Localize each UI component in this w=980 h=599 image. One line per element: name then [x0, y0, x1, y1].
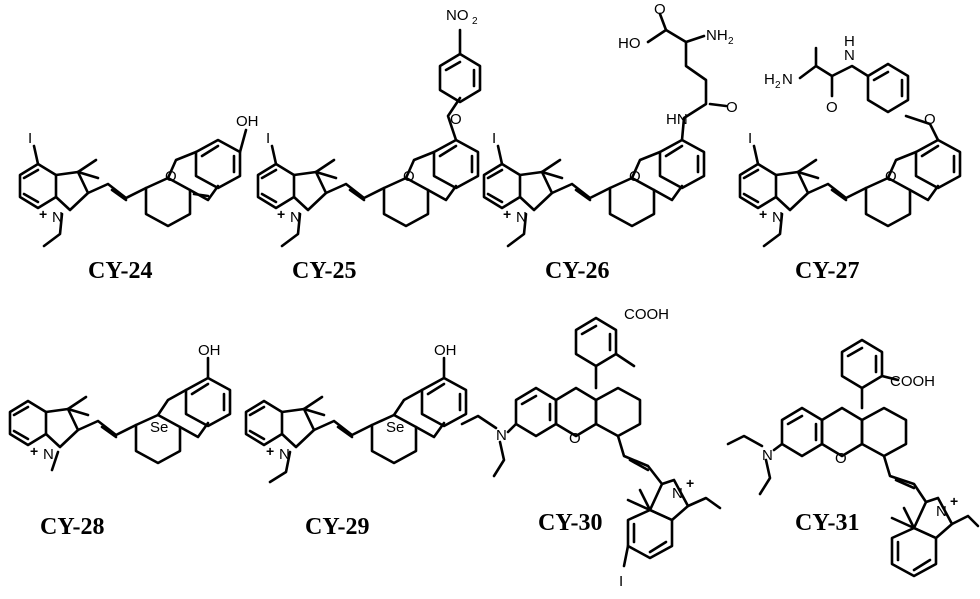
bridge-oxygen: O [835, 450, 847, 467]
hydroxyl-group: OH [198, 342, 221, 359]
structure-cy-29: Se + N OH CY-29 [244, 342, 468, 540]
positive-charge: + [686, 475, 694, 491]
compound-label-cy-25: CY-25 [292, 258, 356, 284]
positive-charge: + [950, 493, 958, 509]
structure-cy-28: Se + N OH CY-28 [8, 342, 232, 540]
nitrogen-atom: N [279, 446, 290, 463]
hydroxyl-acid: HO [618, 35, 641, 52]
structure-cy-26: I + N O HN O NH 2 O HO CY-26 [482, 1, 738, 284]
compound-label-cy-30: CY-30 [538, 510, 602, 536]
nitro-subscript: 2 [472, 16, 478, 27]
positive-charge: + [30, 443, 38, 459]
amine-nitrogen: N [496, 427, 507, 444]
positive-charge: + [277, 206, 285, 222]
carboxylic-acid: COOH [890, 373, 935, 390]
structure-cy-30: COOH N O N + I CY-30 [460, 306, 722, 590]
structure-cy-27: I + N O O N H O H 2 N CY-27 [738, 33, 962, 284]
amide-h: H [844, 33, 855, 50]
positive-charge: + [39, 206, 47, 222]
bridge-oxygen: O [165, 168, 177, 185]
nitrogen-atom: N [936, 503, 947, 520]
amino-n: N [782, 71, 793, 88]
positive-charge: + [503, 206, 511, 222]
positive-charge: + [759, 206, 767, 222]
structure-cy-24: I + N O OH CY-24 [18, 113, 259, 284]
carbonyl-oxygen-acid: O [654, 1, 666, 18]
hydroxyl-group: OH [434, 342, 457, 359]
amino-subscript: 2 [728, 36, 734, 47]
bridge-oxygen: O [569, 430, 581, 447]
bridge-oxygen: O [629, 168, 641, 185]
amino-subscript: 2 [775, 80, 781, 91]
hydroxyl-group: OH [236, 113, 259, 130]
iodo-atom: I [492, 130, 496, 147]
compound-label-cy-31: CY-31 [795, 510, 859, 536]
nitrogen-atom: N [516, 209, 527, 226]
amide-n: N [844, 47, 855, 64]
nitro-group: NO [446, 7, 469, 24]
positive-charge: + [266, 443, 274, 459]
structure-cy-31: COOH N O N + CY-31 [726, 338, 980, 578]
compound-label-cy-24: CY-24 [88, 258, 152, 284]
iodo-atom: I [28, 130, 32, 147]
compound-label-cy-29: CY-29 [305, 514, 369, 540]
nitrogen-atom: N [290, 209, 301, 226]
iodo-atom: I [748, 130, 752, 147]
structure-cy-25: I + N O O NO 2 CY-25 [256, 7, 482, 284]
amide-nh: HN [666, 111, 688, 128]
bridge-selenium: Se [150, 419, 168, 436]
amine-nitrogen: N [762, 447, 773, 464]
compound-label-cy-28: CY-28 [40, 514, 104, 540]
carbonyl-oxygen: O [826, 99, 838, 116]
iodo-atom: I [266, 130, 270, 147]
compound-label-cy-26: CY-26 [545, 258, 609, 284]
carboxylic-acid: COOH [624, 306, 669, 323]
iodo-atom: I [619, 573, 623, 590]
nitrogen-atom: N [52, 209, 63, 226]
nitrogen-atom: N [772, 209, 783, 226]
compound-label-cy-27: CY-27 [795, 258, 859, 284]
amino-group: NH [706, 27, 728, 44]
nitrogen-atom: N [672, 485, 683, 502]
amino-h: H [764, 71, 775, 88]
bridge-oxygen: O [885, 168, 897, 185]
carbonyl-oxygen-amide: O [726, 99, 738, 116]
nitrogen-atom: N [43, 446, 54, 463]
bridge-selenium: Se [386, 419, 404, 436]
bridge-oxygen: O [403, 168, 415, 185]
ether-oxygen: O [450, 111, 462, 128]
ether-oxygen: O [924, 111, 936, 128]
